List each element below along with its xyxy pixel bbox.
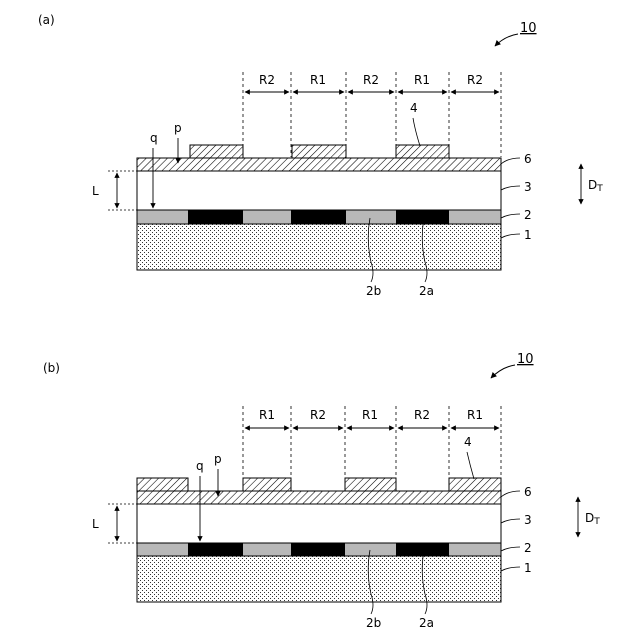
pattern-label: 2b <box>366 616 381 630</box>
point-q-label: q <box>196 459 204 473</box>
mask-block <box>345 478 396 491</box>
layer-label: 3 <box>524 180 532 194</box>
black-segment <box>291 210 346 224</box>
middle-layer <box>137 504 501 543</box>
panel-label: (a) <box>38 13 55 27</box>
layer-label: 6 <box>524 152 532 166</box>
figure-number: 10 <box>520 21 537 36</box>
layer-label: 3 <box>524 513 532 527</box>
region-label: R1 <box>467 408 483 422</box>
layer-label: 2 <box>524 541 532 555</box>
middle-layer <box>137 171 501 210</box>
top-hatched-layer <box>137 158 501 171</box>
top-hatched-layer <box>137 491 501 504</box>
layer-label: 1 <box>524 228 532 242</box>
panel-b: (b) 10 R1 R2 R1 R2 R1 <box>43 352 600 630</box>
substrate-layer <box>137 224 501 270</box>
panel-a: (a) 10 R2 R1 R2 R1 R2 <box>38 13 603 298</box>
region-label: R1 <box>310 73 326 87</box>
mask-block <box>396 145 449 158</box>
region-label: R2 <box>259 73 275 87</box>
mask-block <box>449 478 501 491</box>
region-label: R2 <box>414 408 430 422</box>
pattern-label: 2a <box>419 284 434 298</box>
mask-block <box>190 145 243 158</box>
region-label: R2 <box>467 73 483 87</box>
mask-block <box>243 478 291 491</box>
black-segment <box>188 543 243 556</box>
region-label: R2 <box>310 408 326 422</box>
mask-block <box>292 145 346 158</box>
substrate-layer <box>137 556 501 602</box>
region-label: R1 <box>259 408 275 422</box>
pattern-layer <box>137 543 501 556</box>
figure-pointer-arrow <box>491 365 515 378</box>
pattern-layer <box>137 210 501 224</box>
black-segment <box>396 210 449 224</box>
point-q-label: q <box>150 131 158 145</box>
pattern-label: 2a <box>419 616 434 630</box>
black-segment <box>188 210 243 224</box>
black-segment <box>291 543 345 556</box>
layer-label: 4 <box>410 101 418 115</box>
region-label: R1 <box>414 73 430 87</box>
point-p-label: p <box>174 121 182 135</box>
mask-block <box>137 478 188 491</box>
figure-pointer-arrow <box>495 34 518 46</box>
layer-label: 2 <box>524 208 532 222</box>
pattern-label: 2b <box>366 284 381 298</box>
black-segment <box>396 543 449 556</box>
depth-label: DT <box>585 511 600 527</box>
region-label: R1 <box>362 408 378 422</box>
layer-label: 4 <box>464 435 472 449</box>
depth-label: DT <box>588 178 603 194</box>
thickness-label: L <box>92 517 99 531</box>
layer-label: 6 <box>524 485 532 499</box>
thickness-label: L <box>92 184 99 198</box>
figure-number: 10 <box>517 352 534 367</box>
point-p-label: p <box>214 452 222 466</box>
region-label: R2 <box>363 73 379 87</box>
panel-label: (b) <box>43 361 60 375</box>
layer-label: 1 <box>524 561 532 575</box>
